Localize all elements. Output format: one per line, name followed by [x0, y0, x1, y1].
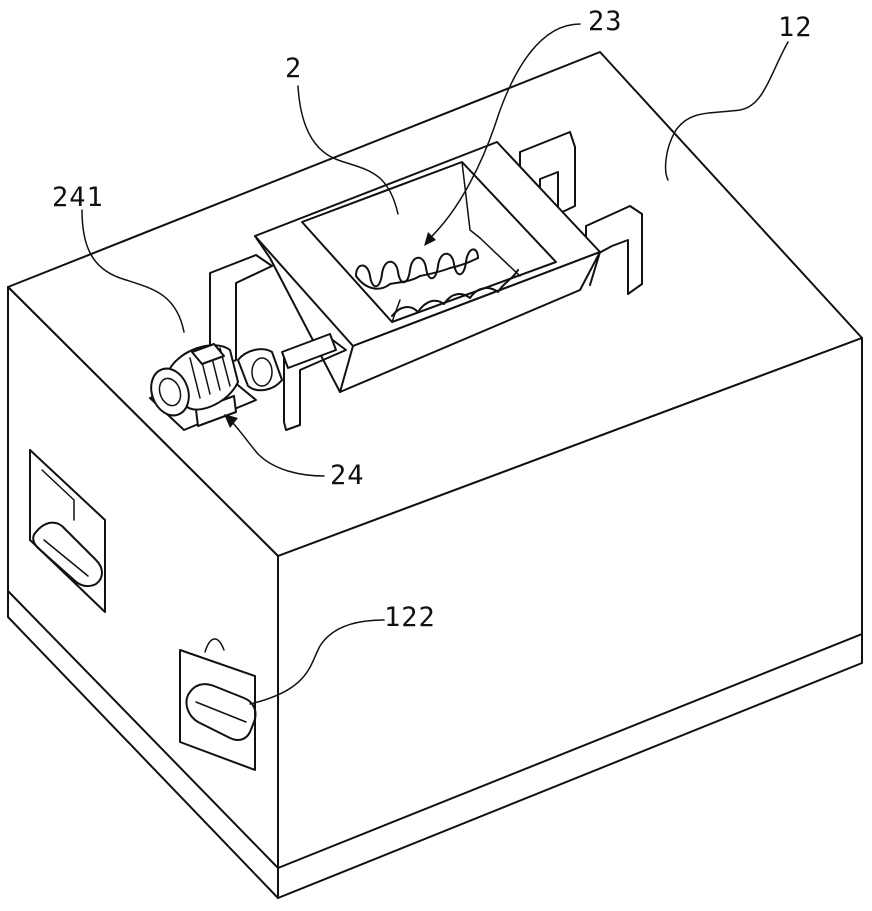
label-motor: 241	[52, 184, 104, 211]
label-motor-mount: 24	[330, 462, 365, 489]
label-auger: 23	[588, 8, 623, 35]
label-hopper: 2	[285, 55, 302, 82]
label-handle: 122	[384, 604, 436, 631]
label-box: 12	[778, 14, 813, 41]
